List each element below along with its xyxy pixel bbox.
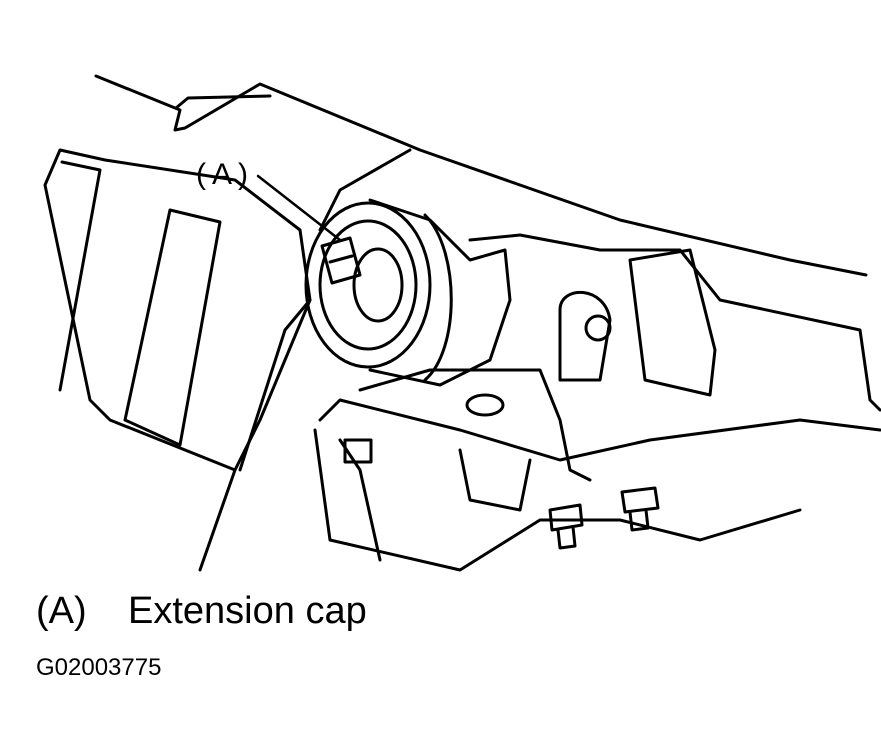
upper-body-panel <box>94 74 868 277</box>
extension-seal-inner <box>318 219 418 351</box>
stud-bolt-right <box>620 486 660 532</box>
output-shaft-splines <box>352 247 404 323</box>
bracket-plate <box>628 248 717 397</box>
extension-seal-outer <box>304 201 432 369</box>
heat-shield-panel-2 <box>123 208 222 447</box>
housing-boss <box>558 290 612 382</box>
collar-ridge <box>423 213 453 382</box>
floor-crease <box>318 148 412 232</box>
upper-body-edge <box>174 94 272 110</box>
stud-bolt-left <box>548 503 584 550</box>
mount-side <box>338 438 382 562</box>
legend-description: Extension cap <box>128 590 367 632</box>
transmission-extension-illustration: (A) <box>43 74 881 572</box>
callout-leader-line <box>256 174 342 242</box>
figure-id: G02003775 <box>36 654 162 681</box>
mount-bolt <box>584 314 612 342</box>
tunnel-line <box>198 468 237 572</box>
housing-port <box>465 393 505 417</box>
lower-housing <box>358 368 592 482</box>
extension-housing <box>468 233 881 412</box>
heat-shield-outline <box>43 148 312 472</box>
mount-web <box>458 448 532 512</box>
extension-cap-slot <box>328 254 354 264</box>
heat-shield-lip <box>238 298 312 472</box>
callout-label-a: (A) <box>196 158 254 191</box>
extension-collar <box>368 198 512 387</box>
crossmember <box>318 398 881 462</box>
legend-key: (A) <box>36 590 87 632</box>
crossmember-lower <box>313 428 802 572</box>
mount-nut <box>343 438 373 464</box>
legend: (A) Extension cap <box>36 590 367 633</box>
heat-shield-panel-1 <box>58 160 102 392</box>
